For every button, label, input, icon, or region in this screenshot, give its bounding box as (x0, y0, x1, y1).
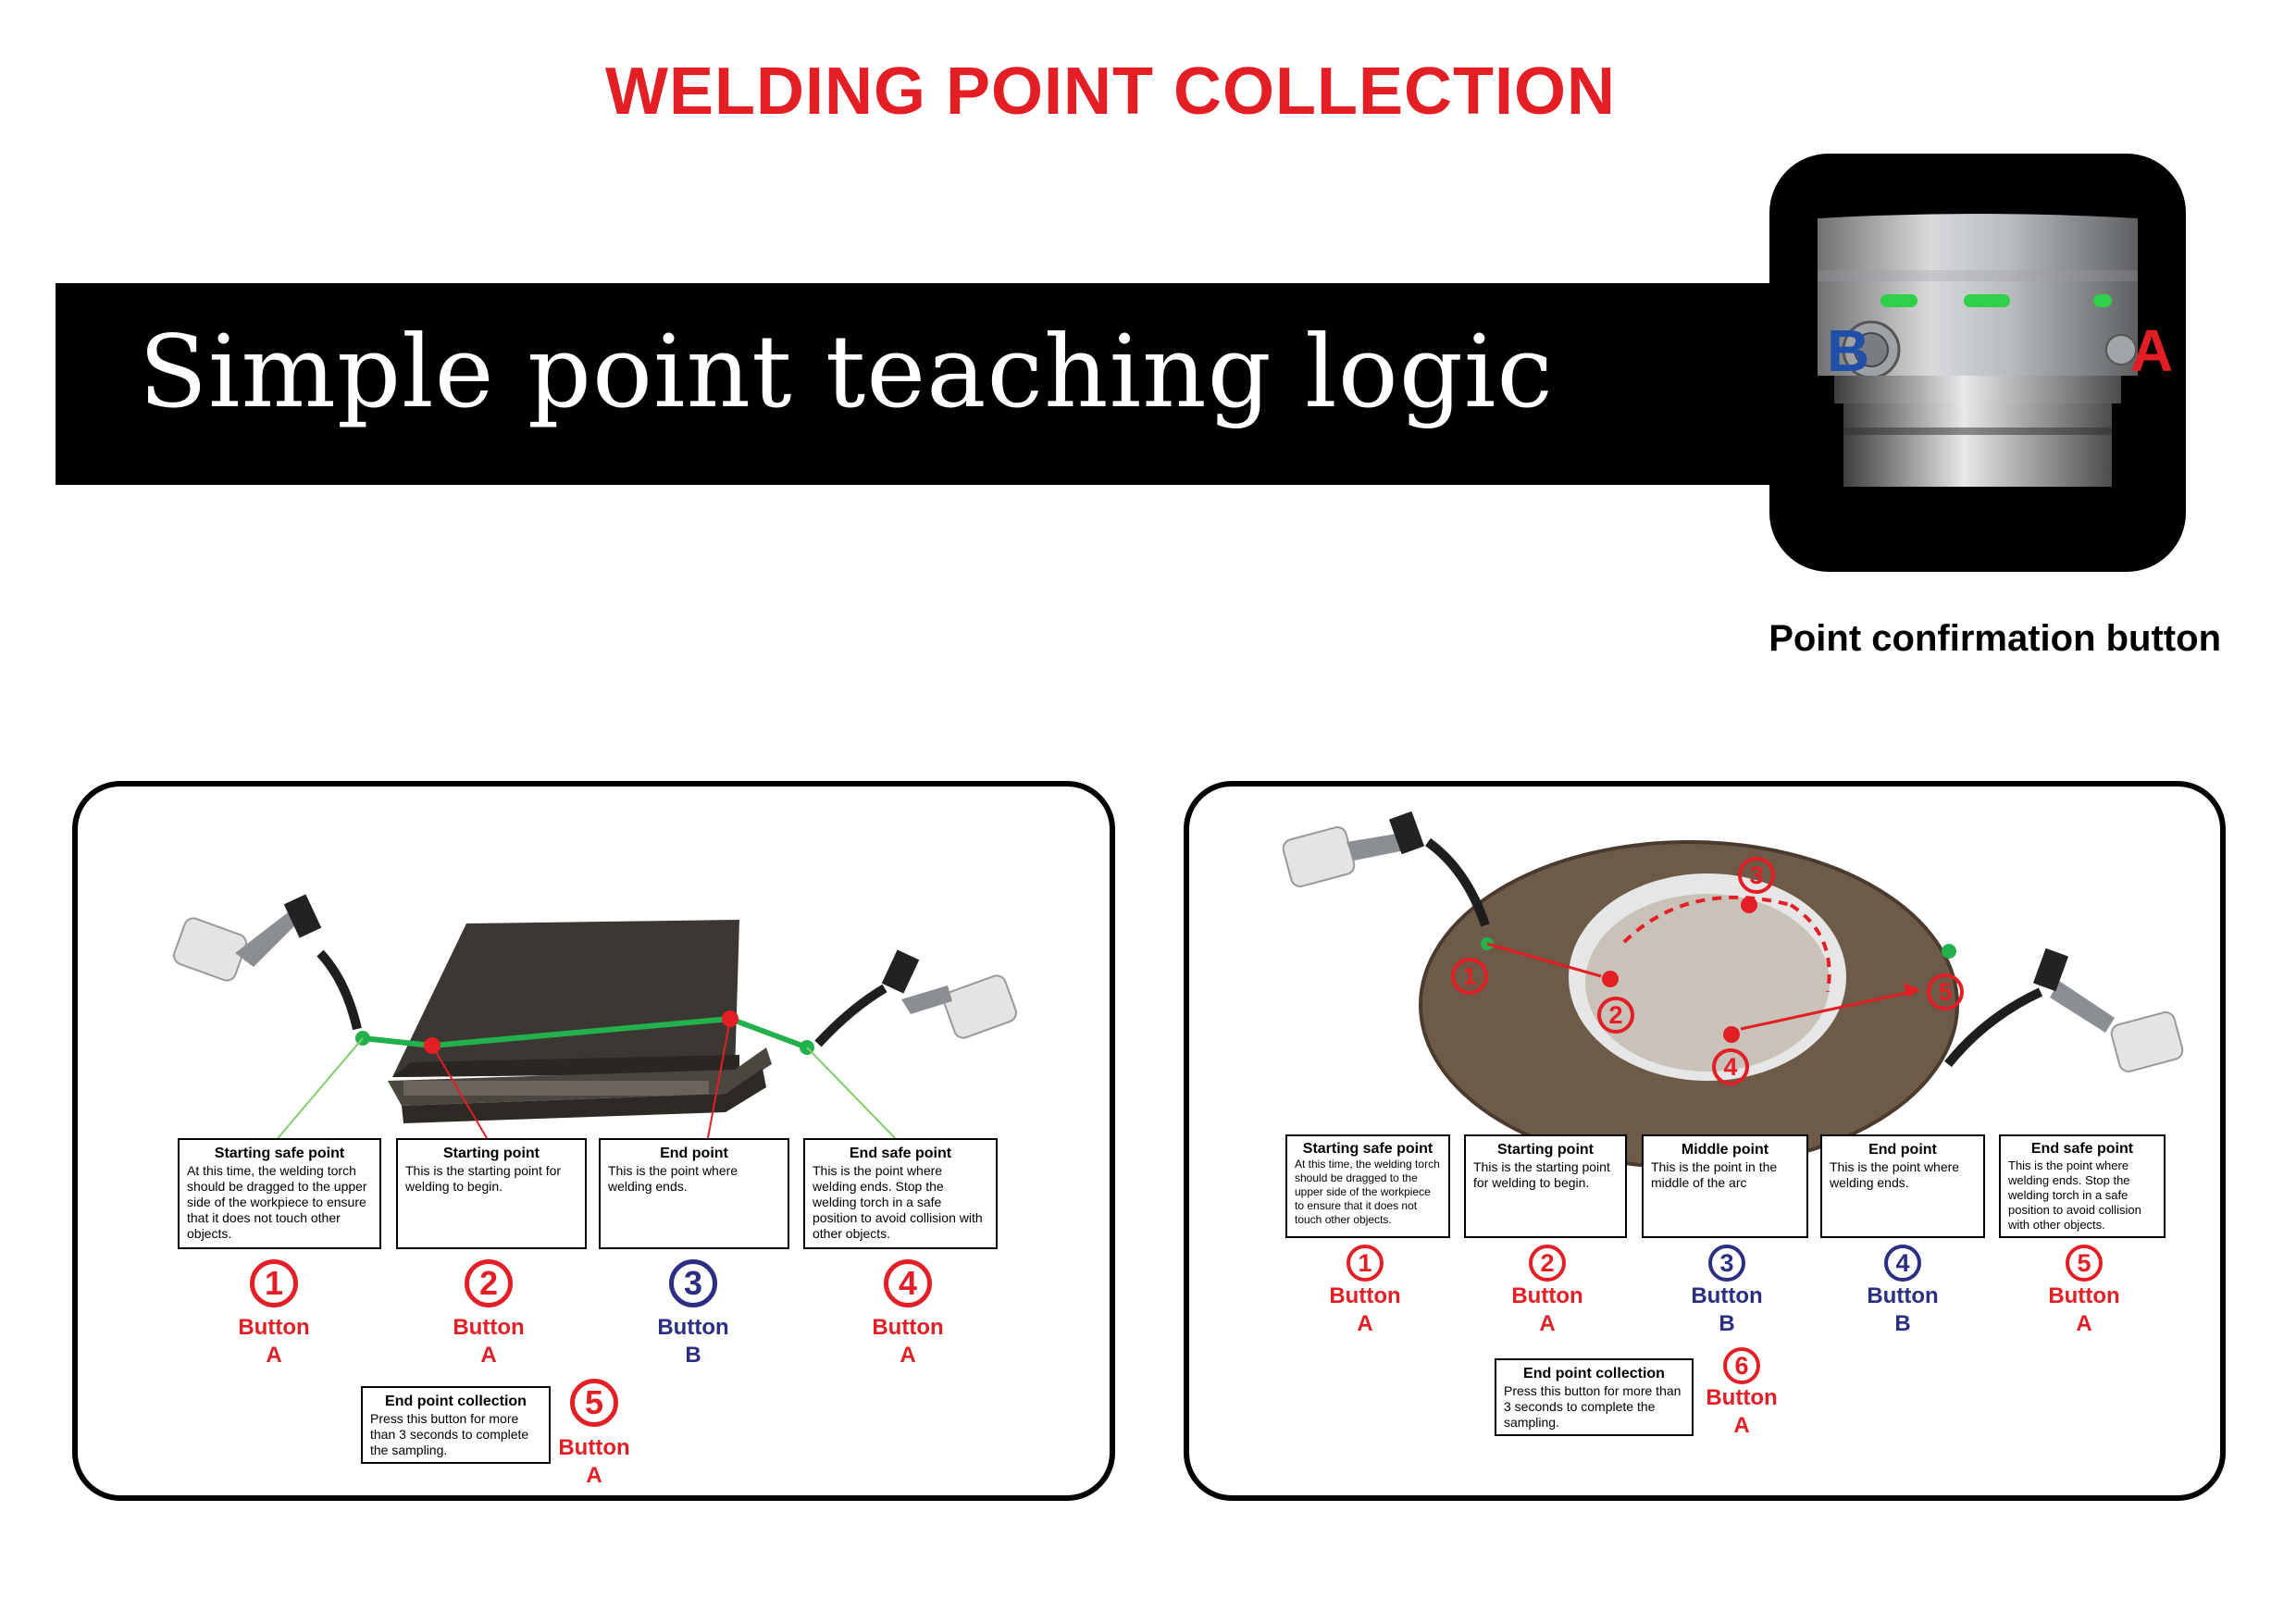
banner-title: Simple point teaching logic (139, 315, 1554, 430)
info-text: At this time, the welding torch should b… (187, 1163, 367, 1241)
info-title: End point (1868, 1142, 1937, 1158)
device-caption: Point confirmation button (1769, 618, 2221, 659)
info-title: Starting safe point (1302, 1141, 1433, 1157)
info-title: End point collection (1523, 1366, 1665, 1381)
info-text: At this time, the welding torch should b… (1295, 1158, 1440, 1226)
info-box-start-safe: Starting safe point At this time, the we… (1285, 1134, 1450, 1238)
device-image: B A (1769, 154, 2186, 572)
info-text: This is the point where welding ends. (608, 1163, 738, 1194)
info-title: Starting point (443, 1146, 540, 1161)
info-box-middle: Middle point This is the point in the mi… (1642, 1134, 1808, 1238)
linear-weld-diagram (173, 894, 1017, 1144)
info-box-end-safe: End safe point This is the point where w… (1999, 1134, 2166, 1238)
right-torch (814, 949, 1017, 1047)
info-text: Press this button for more than 3 second… (1504, 1383, 1682, 1430)
marker-3: 3 (1738, 857, 1775, 894)
step-number: 5 (2066, 1245, 2103, 1282)
info-title: End safe point (849, 1146, 952, 1161)
step-number: 5 (570, 1379, 618, 1427)
step-number: 4 (1884, 1245, 1921, 1282)
info-text: Press this button for more than 3 second… (370, 1411, 529, 1457)
info-title: End point (660, 1146, 728, 1161)
page-title: WELDING POINT COLLECTION (605, 55, 1616, 129)
marker-1: 1 (1451, 958, 1488, 995)
info-box-end-collection: End point collection Press this button f… (361, 1386, 551, 1464)
info-title: Starting safe point (214, 1146, 345, 1161)
button-a-label: A (2130, 317, 2173, 384)
info-title: End point collection (385, 1394, 527, 1409)
marker-5: 5 (1927, 973, 1964, 1010)
button-b-label: B (1827, 317, 1869, 384)
step-number: 1 (250, 1259, 298, 1307)
arc-left-torch (1282, 811, 1490, 927)
info-box-start-safe: Starting safe point At this time, the we… (178, 1138, 381, 1249)
info-title: End safe point (2030, 1141, 2134, 1157)
step-number: 2 (465, 1259, 513, 1307)
info-text: This is the point where welding ends. (1830, 1159, 1960, 1190)
info-box-end-collection: End point collection Press this button f… (1495, 1358, 1694, 1436)
marker-4: 4 (1712, 1048, 1749, 1085)
step-number: 3 (1708, 1245, 1745, 1282)
info-text: This is the point where welding ends. St… (813, 1163, 983, 1241)
info-box-end: End point This is the point where weldin… (599, 1138, 789, 1249)
step-number: 6 (1723, 1347, 1760, 1384)
info-text: This is the point where welding ends. St… (2008, 1158, 2141, 1232)
step-number: 3 (669, 1259, 717, 1307)
info-box-start: Starting point This is the starting poin… (396, 1138, 587, 1249)
step-number: 1 (1347, 1245, 1384, 1282)
step-number: 2 (1529, 1245, 1566, 1282)
arc-weld-diagram (1282, 811, 2184, 1170)
info-text: This is the starting point for welding t… (405, 1163, 562, 1194)
device-illustration: B A (1818, 214, 2173, 487)
info-title: Starting point (1497, 1142, 1594, 1158)
info-box-end: End point This is the point where weldin… (1820, 1134, 1985, 1238)
marker-2: 2 (1597, 997, 1634, 1034)
info-title: Middle point (1681, 1142, 1769, 1158)
left-torch (173, 894, 362, 1031)
info-text: This is the point in the middle of the a… (1651, 1159, 1778, 1190)
info-box-end-safe: End safe point This is the point where w… (803, 1138, 998, 1249)
info-text: This is the starting point for welding t… (1473, 1159, 1610, 1190)
arc-right-torch (1944, 948, 2184, 1072)
banner (56, 283, 1832, 485)
info-box-start: Starting point This is the starting poin… (1464, 1134, 1627, 1238)
step-number: 4 (884, 1259, 932, 1307)
